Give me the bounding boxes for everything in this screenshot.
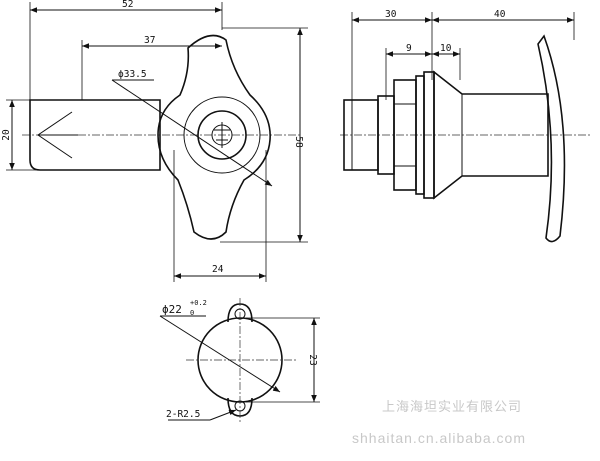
- wing-handle: [157, 34, 271, 240]
- dim-label-10: 10: [440, 43, 452, 54]
- side-view: 30 40 9 10: [340, 9, 590, 243]
- side-t-handle: [537, 34, 566, 243]
- dia-leader-front: [111, 79, 273, 187]
- dim-label-40: 40: [494, 9, 506, 20]
- dim-label-58: 58: [293, 136, 304, 148]
- watermark-site: shhaitan.cn.alibaba.com: [352, 430, 526, 446]
- dim-label-24: 24: [212, 264, 224, 275]
- dim-label-30: 30: [385, 9, 397, 20]
- dim-tolerance-upper: +0.2: [190, 299, 207, 307]
- shaft-body: [29, 99, 161, 171]
- front-view: 52 37 58 20 24 ϕ: [1, 0, 308, 282]
- dim-label-radius: 2-R2.5: [166, 409, 200, 420]
- watermark-company: 上海海坦实业有限公司: [382, 399, 523, 414]
- radius-leader: [209, 409, 237, 421]
- dim-label-52: 52: [122, 0, 133, 10]
- cutout-view: ϕ22 +0.2 0 23 2-R2.5: [159, 298, 320, 424]
- dim-label-9: 9: [406, 43, 412, 54]
- dim-label-dia-22: ϕ22: [162, 303, 182, 316]
- keyway-slot: [214, 122, 230, 148]
- dim-label-dia-33-5: ϕ33.5: [118, 69, 147, 80]
- dim-tolerance-lower: 0: [190, 309, 194, 317]
- dia-leader-cutout: [159, 315, 281, 393]
- dim-label-23: 23: [307, 354, 318, 365]
- collar-outer-circle: [183, 96, 261, 174]
- dim-label-37: 37: [144, 35, 155, 46]
- dim-label-20: 20: [1, 129, 12, 141]
- key-cylinder-circle: [197, 110, 247, 160]
